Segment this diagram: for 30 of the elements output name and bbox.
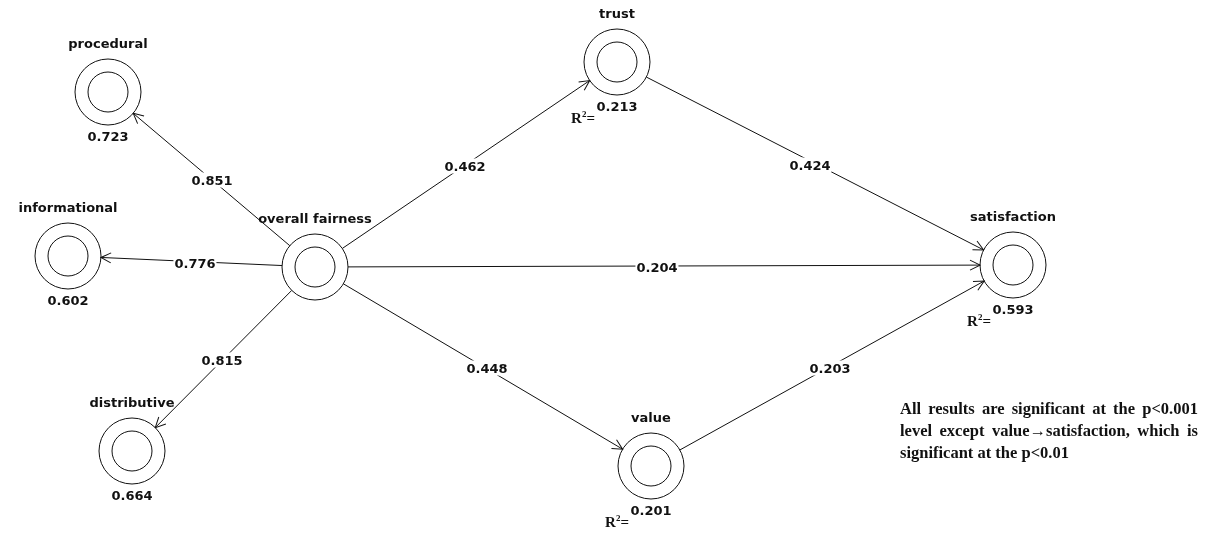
r-squared-label: R$^{2}$=	[571, 109, 595, 127]
r-squared-label: R$^{2}$=	[967, 312, 991, 330]
arrow	[132, 112, 291, 247]
r-squared-value: 0.723	[87, 129, 129, 145]
r-squared-value: 0.213	[596, 99, 638, 115]
node-label: informational	[18, 199, 118, 217]
node-label: procedural	[68, 35, 148, 53]
edge-label: 0.851	[190, 172, 234, 188]
edge-label: 0.203	[808, 360, 852, 376]
arrow	[347, 259, 981, 271]
node-label: satisfaction	[970, 208, 1056, 226]
node-label: overall fairness	[258, 210, 372, 228]
arrow	[341, 80, 591, 249]
significance-note: All results are significant at the p<0.001 level except value→satisfaction, which is significant at the p<0.01	[900, 398, 1198, 464]
r-squared-value: 0.602	[47, 293, 89, 309]
arrow	[342, 283, 624, 450]
edge-label: 0.815	[200, 352, 244, 368]
node-label: trust	[599, 5, 635, 23]
arrow	[679, 280, 985, 451]
arrow	[645, 76, 985, 251]
arrow	[154, 289, 293, 429]
node-label: value	[631, 409, 671, 427]
r-squared-value: 0.664	[111, 488, 153, 504]
edge-label: 0.424	[788, 157, 832, 173]
r-squared-value: 0.201	[630, 503, 672, 519]
edge-label: 0.462	[443, 158, 487, 174]
r-squared-value: 0.593	[992, 302, 1034, 318]
r-squared-label: R$^{2}$=	[605, 513, 629, 531]
edge-label: 0.448	[465, 360, 509, 376]
node-label: distributive	[89, 394, 175, 412]
